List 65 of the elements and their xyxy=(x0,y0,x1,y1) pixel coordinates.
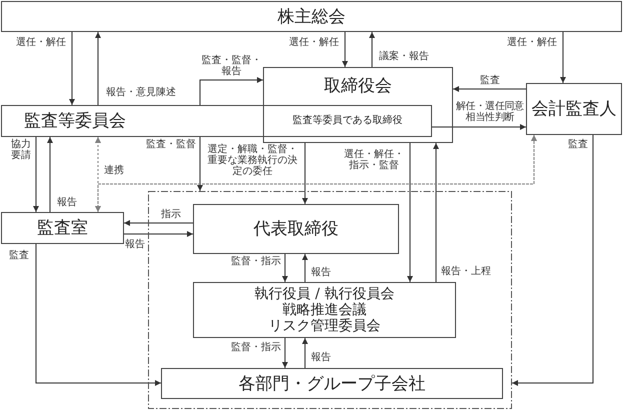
arrow xyxy=(33,136,39,212)
edge-label: 議案・報告 xyxy=(378,51,430,62)
node-label: 戦略推進会議 xyxy=(282,302,366,318)
node-label: 会計監査人 xyxy=(532,99,616,119)
arrow xyxy=(282,338,288,368)
node-label: 取締役会 xyxy=(324,76,392,96)
arrow xyxy=(282,254,288,282)
arrow xyxy=(36,244,162,386)
arrow xyxy=(369,32,375,68)
arrow xyxy=(302,254,308,282)
group-boundary xyxy=(148,191,512,409)
node-label: 執行役員 / 執行役員会 xyxy=(254,286,394,302)
arrow xyxy=(95,32,101,106)
node-label: 代表取締役 xyxy=(254,219,338,239)
edge-label: 報告 xyxy=(55,197,79,208)
arrow xyxy=(200,77,264,106)
arrow xyxy=(124,231,194,237)
arrow xyxy=(124,220,194,226)
edge-label: 指示 xyxy=(159,209,183,220)
node-label: 株主総会 xyxy=(278,6,346,26)
organization-box xyxy=(1,1,622,32)
node-label: 監査等委員である取締役 xyxy=(292,115,402,127)
edge-label: 監査 xyxy=(478,75,502,86)
edge-label: 選任・解任 xyxy=(506,37,558,48)
arrow xyxy=(302,338,308,368)
arrow xyxy=(433,142,439,282)
edge-label: 報告・意見陳述 xyxy=(104,87,178,98)
edge-label: 報告 xyxy=(309,267,333,278)
arrow xyxy=(407,142,413,282)
arrow xyxy=(432,124,526,130)
node-label: 監査室 xyxy=(37,218,88,238)
edge-label: 報告 xyxy=(309,352,333,363)
edge-label: 監督・指示 xyxy=(230,256,282,267)
organization-box xyxy=(1,105,264,137)
node-label: 監査等委員会 xyxy=(24,111,126,131)
edge-label: 選任・解任 xyxy=(15,37,67,48)
edge-label: 選任・解任 xyxy=(288,37,340,48)
organization-box xyxy=(1,212,124,244)
edge-label: 報告・上程 xyxy=(440,266,492,277)
arrow xyxy=(69,32,75,106)
edge-label: 監督・指示 xyxy=(230,342,282,353)
node-label: リスク管理委員会 xyxy=(268,318,380,334)
edge-label: 監査 xyxy=(566,139,590,150)
organization-box xyxy=(193,204,399,254)
arrow xyxy=(197,136,203,192)
organization-box xyxy=(193,282,456,338)
edge-label: 報告 xyxy=(124,239,146,250)
edge-label: 連携 xyxy=(102,165,126,176)
edge-label: 監査 xyxy=(7,250,31,261)
dotted-double-arrow xyxy=(95,134,537,212)
arrow xyxy=(47,136,53,212)
organization-box xyxy=(263,67,453,143)
organization-box xyxy=(263,105,432,137)
arrow xyxy=(342,32,348,68)
dotted-double-arrow xyxy=(95,134,537,184)
arrow xyxy=(512,134,594,386)
edge-label: 協力要請 xyxy=(10,139,32,161)
arrow xyxy=(452,86,526,92)
edge-label: 解任・選任同意相当性判断 xyxy=(455,101,525,123)
edge-label: 監査・監督 xyxy=(145,139,197,150)
arrow xyxy=(560,32,566,84)
organization-box xyxy=(526,83,622,135)
organization-box xyxy=(161,368,503,399)
arrow xyxy=(302,142,308,204)
node-label: 各部門・グループ子会社 xyxy=(238,374,426,394)
